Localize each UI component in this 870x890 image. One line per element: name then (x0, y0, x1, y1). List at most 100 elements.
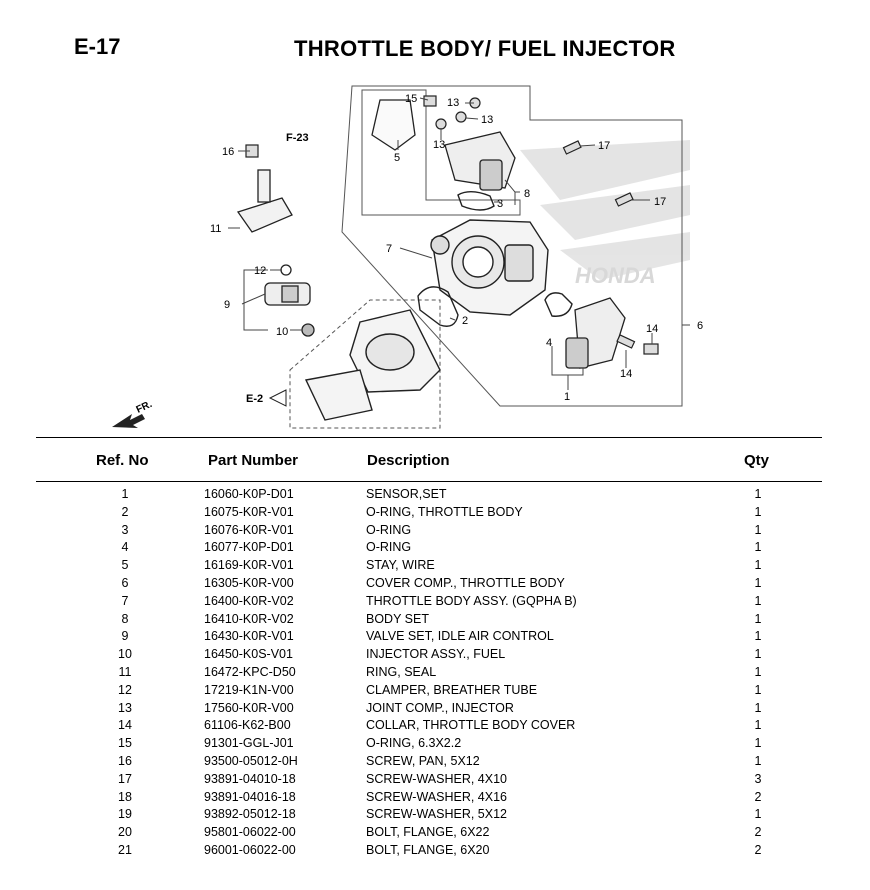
qty-cell: 1 (754, 522, 762, 537)
body-set-sensor (444, 131, 516, 191)
callout-14b: 14 (620, 368, 632, 380)
description-cell: COVER COMP., THROTTLE BODY (366, 575, 565, 590)
qty-cell: 1 (754, 593, 762, 608)
part-number-cell: 16450-K0S-V01 (204, 647, 293, 662)
description-cell: VALVE SET, IDLE AIR CONTROL (366, 629, 554, 644)
intake-joint (304, 309, 441, 421)
page-title: THROTTLE BODY/ FUEL INJECTOR (294, 36, 676, 61)
qty-cell: 1 (754, 718, 762, 733)
qty-cell: 1 (754, 611, 762, 626)
qty-cell: 1 (754, 664, 762, 679)
callout-12: 12 (254, 265, 266, 277)
description-cell: SCREW, PAN, 5X12 (366, 753, 480, 768)
o-ring-body-set (457, 191, 495, 211)
part-number-cell: 93500-05012-0H (204, 753, 298, 768)
table-row: 8 16410-K0R-V02 BODY SET 1 (0, 611, 870, 629)
sensor-set (565, 297, 626, 369)
cover-assembly-outline (341, 85, 683, 407)
ref-cell: 7 (121, 593, 129, 608)
col-header-desc: Description (367, 452, 450, 469)
part-number-cell: 16305-K0R-V00 (204, 575, 294, 590)
description-cell: SCREW-WASHER, 4X16 (366, 789, 508, 804)
ref-cell: 2 (121, 504, 129, 519)
ref-cell: 21 (118, 842, 132, 857)
ref-cell: 12 (118, 682, 132, 697)
clamper-breather-tube (280, 264, 292, 276)
description-cell: RING, SEAL (366, 664, 437, 679)
description-cell: INJECTOR ASSY., FUEL (366, 647, 506, 662)
wire-stay (371, 99, 416, 151)
description-cell: BOLT, FLANGE, 6X20 (366, 842, 490, 857)
qty-cell: 3 (754, 771, 762, 786)
ref-cell: 16 (118, 753, 132, 768)
qty-cell: 2 (754, 789, 762, 804)
callout-6: 6 (697, 320, 703, 332)
page-code: E-17 (74, 34, 121, 59)
part-number-cell: 17219-K1N-V00 (204, 682, 294, 697)
callout-8: 8 (524, 188, 530, 200)
callout-5: 5 (394, 152, 400, 164)
callout-13c: 13 (433, 139, 445, 151)
ref-cell: 4 (121, 540, 129, 555)
qty-cell: 1 (754, 540, 762, 555)
table-row: 3 16076-K0R-V01 O-RING 1 (0, 522, 870, 540)
part-number-cell: 16075-K0R-V01 (204, 504, 294, 519)
ref-cell: 19 (118, 807, 132, 822)
callout-17a: 17 (598, 140, 610, 152)
part-number-cell: 95801-06022-00 (204, 825, 296, 840)
callout-11: 11 (210, 223, 221, 235)
ref-cell: 8 (121, 611, 129, 626)
part-number-cell: 16400-K0R-V02 (204, 593, 294, 608)
part-number-cell: 16076-K0R-V01 (204, 522, 294, 537)
seal-ring (301, 323, 315, 337)
col-header-ref: Ref. No (96, 452, 149, 469)
callout-9: 9 (224, 299, 230, 311)
injector-joint (236, 169, 293, 233)
part-number-cell: 16077-K0P-D01 (204, 540, 294, 555)
ref-cell: 14 (118, 718, 132, 733)
table-header-rule (36, 481, 822, 482)
description-cell: SCREW-WASHER, 4X10 (366, 771, 508, 786)
part-number-cell: 16060-K0P-D01 (204, 487, 294, 501)
description-cell: BODY SET (366, 611, 429, 626)
e2-arrow-icon (268, 389, 287, 407)
honda-watermark-text: HONDA (575, 263, 656, 288)
ref-cell: 13 (118, 700, 132, 715)
table-row: 11 16472-KPC-D50 RING, SEAL 1 (0, 664, 870, 682)
body-set-outline (361, 89, 521, 216)
qty-cell: 2 (754, 842, 762, 857)
qty-cell: 1 (754, 558, 762, 573)
o-ring-sensor (544, 292, 573, 317)
part-number-cell: 61106-K62-B00 (204, 718, 291, 733)
part-number-cell: 16430-K0R-V01 (204, 629, 294, 644)
col-header-part: Part Number (208, 452, 299, 469)
qty-cell: 1 (754, 682, 762, 697)
callout-1: 1 (564, 391, 570, 403)
callout-13a: 13 (447, 97, 459, 109)
part-number-cell: 16169-K0R-V01 (204, 558, 294, 573)
qty-cell: 1 (754, 629, 762, 644)
description-cell: O-RING (366, 522, 412, 537)
part-number-cell: 17560-K0R-V00 (204, 700, 294, 715)
callout-15: 15 (405, 93, 417, 105)
qty-cell: 1 (754, 807, 762, 822)
ref-cell: 3 (121, 522, 129, 537)
throttle-body (430, 219, 549, 316)
part-number-cell: 16410-K0R-V02 (204, 611, 294, 626)
ref-cell: 6 (121, 575, 129, 590)
ref-cell: 11 (118, 664, 132, 679)
part-number-cell: 16472-KPC-D50 (204, 664, 296, 679)
callout-13b: 13 (481, 114, 493, 126)
part-number-cell: 93891-04016-18 (204, 789, 296, 804)
front-arrow-icon: FR. (112, 399, 154, 428)
